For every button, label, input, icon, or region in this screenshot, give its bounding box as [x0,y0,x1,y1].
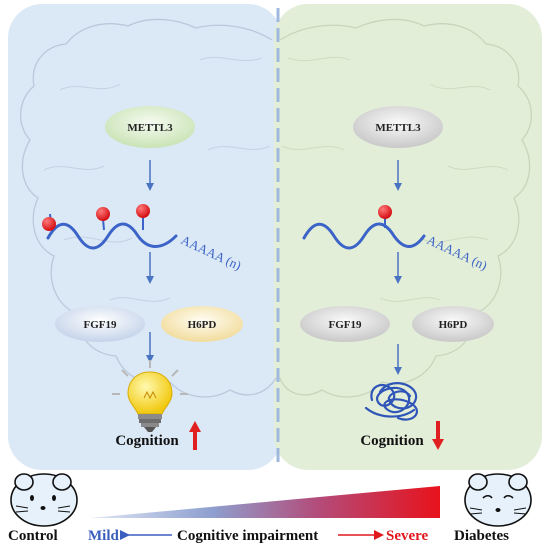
right-m6a-dot [378,205,392,219]
left-brain-folds [43,56,271,302]
left-mettl3-ellipse [105,106,195,148]
mild-label: Mild [88,528,119,544]
right-cognition-label: Cognition [360,433,424,449]
right-mettl3-label: METTL3 [375,122,421,134]
control-label: Control [8,528,58,544]
cognitive-impairment-label: Cognitive impairment [177,528,318,544]
left-mrna-strand [46,222,178,250]
right-fgf19-label: FGF19 [329,319,362,331]
control-mouse-icon [10,473,78,527]
right-fgf19-ellipse [300,306,390,342]
left-mettl3-label: METTL3 [127,122,173,134]
left-fgf19-label: FGF19 [84,319,117,331]
cognition-up-arrow-icon [189,421,201,450]
left-cognition-label: Cognition [115,433,179,449]
left-brain-outline [19,18,277,398]
tangled-protein-icon [364,382,418,421]
right-h6pd-ellipse [412,306,494,342]
lightbulb-icon [112,360,188,432]
left-m6a-dot-2 [96,207,110,221]
right-panel-background [274,4,542,470]
cognition-down-arrow-icon [432,421,444,450]
left-h6pd-label: H6PD [188,319,217,331]
severe-label: Severe [386,528,429,544]
right-mrna-strand [302,222,426,250]
right-h6pd-label: H6PD [439,319,468,331]
left-panel-background [8,4,282,470]
right-mettl3-ellipse [353,106,443,148]
left-h6pd-ellipse [161,306,243,342]
diabetes-mouse-icon [464,473,532,527]
left-m6a-dot-1 [42,217,56,231]
severity-gradient-wedge [90,486,440,518]
diabetes-label: Diabetes [454,528,509,544]
right-brain-folds [281,56,509,302]
right-brain-outline [279,18,533,398]
left-m6a-dot-3 [136,204,150,218]
left-fgf19-ellipse [55,306,145,342]
